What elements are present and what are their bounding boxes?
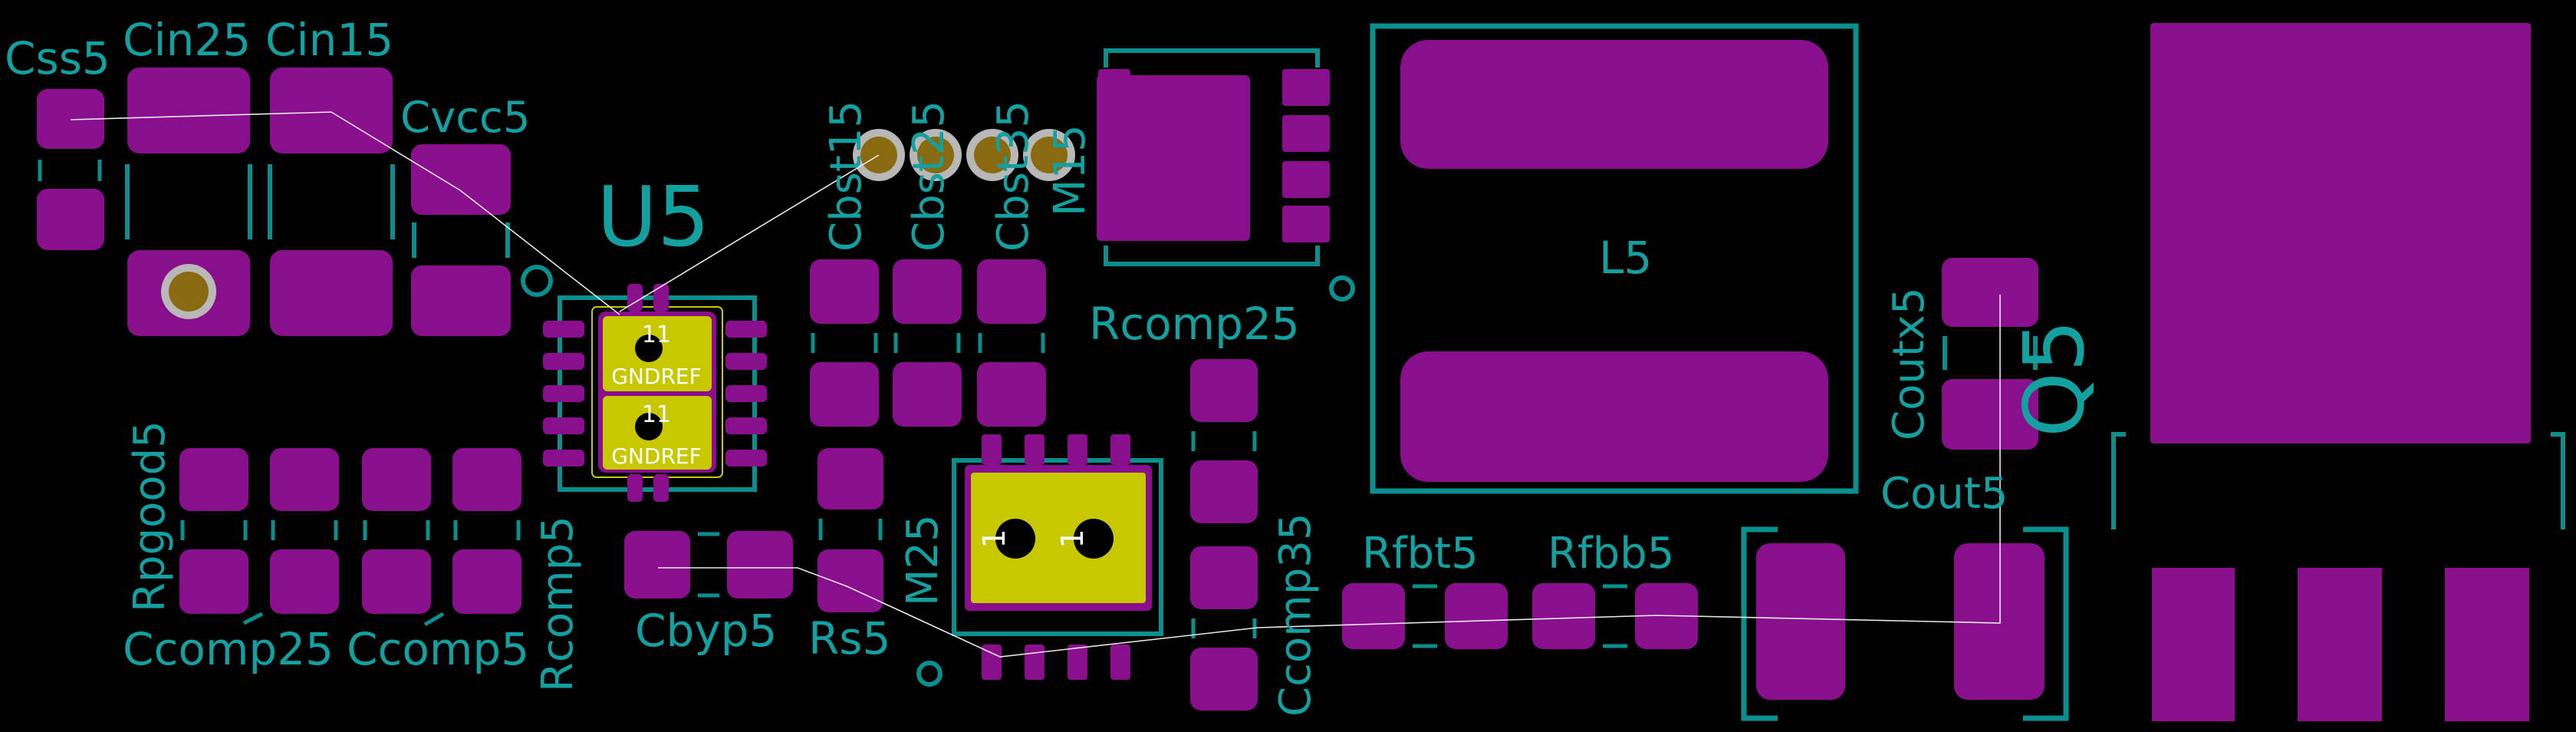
m25-pad-mark-right: 1 bbox=[1055, 529, 1091, 548]
label-rcomp5: Rcomp5 bbox=[533, 516, 583, 692]
label-cbst35: Cbst35 bbox=[989, 101, 1038, 252]
label-cbyp5: Cbyp5 bbox=[635, 605, 777, 657]
u5-pad-a-number: 11 bbox=[642, 321, 671, 348]
label-ccomp25: Ccomp25 bbox=[123, 623, 334, 675]
label-cbst25: Cbst25 bbox=[904, 101, 954, 252]
label-cbst15: Cbst15 bbox=[821, 101, 871, 252]
label-rs5: Rs5 bbox=[808, 612, 890, 664]
u5-pad-b-number: 11 bbox=[642, 401, 671, 428]
u5-pad-a-net: GNDREF bbox=[611, 364, 701, 389]
coutx5-footprint[interactable] bbox=[1942, 258, 2038, 450]
label-cin25: Cin25 bbox=[123, 14, 251, 66]
label-css5: Css5 bbox=[5, 32, 110, 84]
m15-footprint[interactable] bbox=[1097, 48, 1355, 302]
cvcc5-footprint[interactable] bbox=[411, 144, 511, 336]
l5-footprint[interactable] bbox=[1370, 23, 1859, 494]
label-u5: U5 bbox=[597, 170, 710, 265]
label-rpgood5: Rpgood5 bbox=[125, 420, 175, 612]
label-cin15: Cin15 bbox=[265, 14, 393, 66]
label-cout5: Cout5 bbox=[1880, 469, 2008, 519]
rfbt5-footprint[interactable] bbox=[1342, 583, 1508, 649]
reference-designators: Css5 Cin25 Cin15 Cvcc5 U5 Cbst15 Cbst25 … bbox=[5, 14, 2103, 717]
rpgood5-ccomp-grid[interactable] bbox=[179, 448, 521, 627]
m25-footprint[interactable]: 1 1 bbox=[916, 434, 1163, 687]
label-q5: Q5 bbox=[2007, 319, 2103, 437]
css5-footprint[interactable] bbox=[37, 89, 104, 250]
rs5-footprint[interactable] bbox=[818, 448, 883, 612]
label-rcomp25: Rcomp25 bbox=[1089, 298, 1300, 350]
label-m25: M25 bbox=[898, 514, 948, 606]
u5-pad-b-net: GNDREF bbox=[611, 443, 701, 469]
u5-footprint[interactable]: 11 GNDREF 11 GNDREF bbox=[521, 265, 767, 502]
m25-pad-mark-left: 1 bbox=[977, 529, 1012, 548]
label-rfbt5: Rfbt5 bbox=[1362, 529, 1479, 579]
ratsnest-traces bbox=[70, 111, 2001, 658]
label-l5: L5 bbox=[1599, 232, 1652, 284]
label-m15: M15 bbox=[1045, 124, 1095, 216]
ccomp35-footprint[interactable] bbox=[1190, 546, 1258, 711]
cout5-footprint[interactable] bbox=[1741, 526, 2069, 721]
via-cin25[interactable] bbox=[161, 264, 216, 319]
label-ccomp35: Ccomp35 bbox=[1271, 513, 1321, 717]
cin15-footprint[interactable] bbox=[268, 68, 395, 336]
cbyp5-footprint[interactable] bbox=[624, 531, 793, 598]
rcomp25-footprint[interactable] bbox=[1190, 359, 1258, 523]
cbst-footprints[interactable] bbox=[810, 259, 1046, 427]
label-coutx5: Coutx5 bbox=[1884, 287, 1934, 440]
via-row[interactable] bbox=[853, 129, 1075, 181]
label-cvcc5: Cvcc5 bbox=[400, 93, 530, 143]
q5-footprint[interactable] bbox=[2111, 23, 2565, 721]
label-ccomp5: Ccomp5 bbox=[347, 623, 529, 675]
label-rfbb5: Rfbb5 bbox=[1548, 529, 1674, 579]
